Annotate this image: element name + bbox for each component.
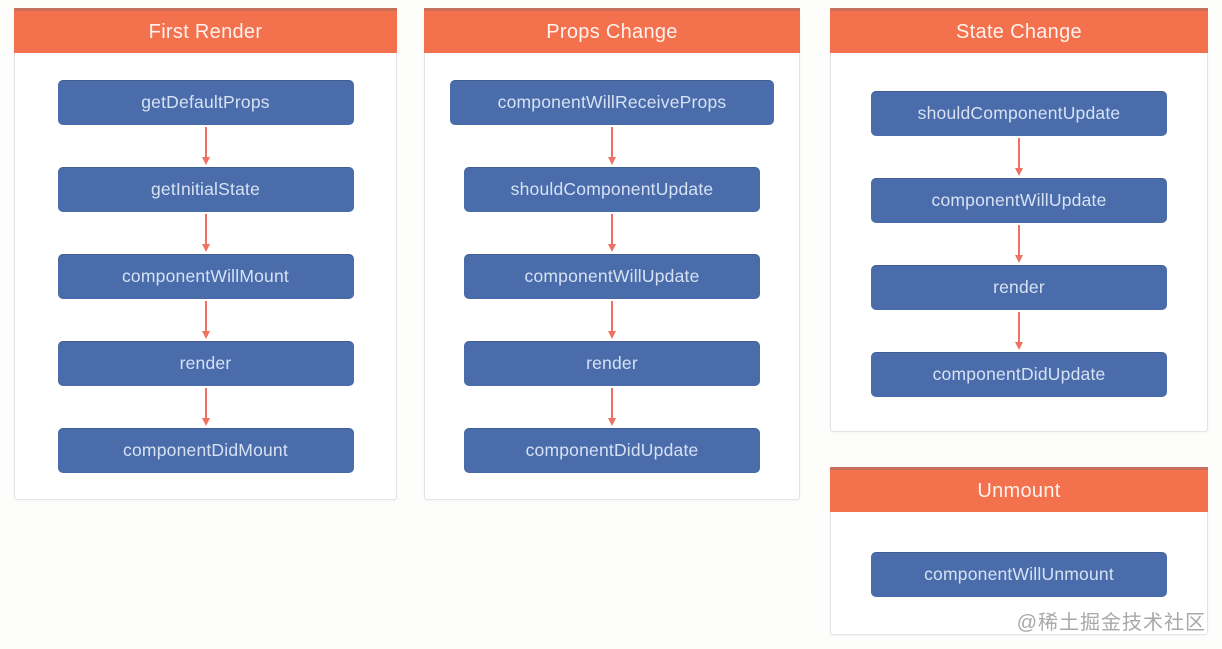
panel-body-state-change: shouldComponentUpdate componentWillUpdat… xyxy=(831,53,1207,431)
lifecycle-node-shouldcomponentupdate: shouldComponentUpdate xyxy=(871,91,1167,136)
lifecycle-node-render: render xyxy=(57,341,354,386)
panel-body-unmount: componentWillUnmount xyxy=(831,512,1207,634)
arrow-down-icon xyxy=(1015,136,1023,178)
lifecycle-node-render: render xyxy=(871,265,1167,310)
lifecycle-node-shouldcomponentupdate: shouldComponentUpdate xyxy=(464,167,760,212)
panel-body-first-render: getDefaultProps getInitialState componen… xyxy=(15,53,396,499)
arrow-down-icon xyxy=(608,386,616,428)
lifecycle-node-getdefaultprops: getDefaultProps xyxy=(57,80,354,125)
lifecycle-node-componentdidupdate: componentDidUpdate xyxy=(464,428,760,473)
arrow-down-icon xyxy=(608,125,616,167)
lifecycle-node-componentwillupdate: componentWillUpdate xyxy=(871,178,1167,223)
panel-body-props-change: componentWillReceiveProps shouldComponen… xyxy=(425,53,799,499)
lifecycle-node-componentwillunmount: componentWillUnmount xyxy=(871,552,1167,597)
lifecycle-node-componentdidmount: componentDidMount xyxy=(57,428,354,473)
lifecycle-node-componentdidupdate: componentDidUpdate xyxy=(871,352,1167,397)
arrow-down-icon xyxy=(1015,310,1023,352)
arrow-down-icon xyxy=(201,386,210,428)
panel-unmount: Unmount componentWillUnmount xyxy=(830,467,1208,635)
panel-props-change: Props Change componentWillReceiveProps s… xyxy=(424,8,800,500)
lifecycle-node-render: render xyxy=(464,341,760,386)
panel-header-unmount: Unmount xyxy=(830,467,1208,512)
lifecycle-node-getinitialstate: getInitialState xyxy=(57,167,354,212)
arrow-down-icon xyxy=(201,125,210,167)
panel-first-render: First Render getDefaultProps getInitialS… xyxy=(14,8,397,500)
arrow-down-icon xyxy=(608,212,616,254)
panel-header-props-change: Props Change xyxy=(424,8,800,53)
panel-state-change: State Change shouldComponentUpdate compo… xyxy=(830,8,1208,432)
arrow-down-icon xyxy=(201,299,210,341)
arrow-down-icon xyxy=(201,212,210,254)
arrow-down-icon xyxy=(1015,223,1023,265)
lifecycle-node-componentwillreceiveprops: componentWillReceiveProps xyxy=(450,80,774,125)
arrow-down-icon xyxy=(608,299,616,341)
lifecycle-node-componentwillupdate: componentWillUpdate xyxy=(464,254,760,299)
watermark: @稀土掘金技术社区 xyxy=(1016,612,1206,634)
panel-header-first-render: First Render xyxy=(14,8,397,53)
lifecycle-node-componentwillmount: componentWillMount xyxy=(57,254,354,299)
panel-header-state-change: State Change xyxy=(830,8,1208,53)
